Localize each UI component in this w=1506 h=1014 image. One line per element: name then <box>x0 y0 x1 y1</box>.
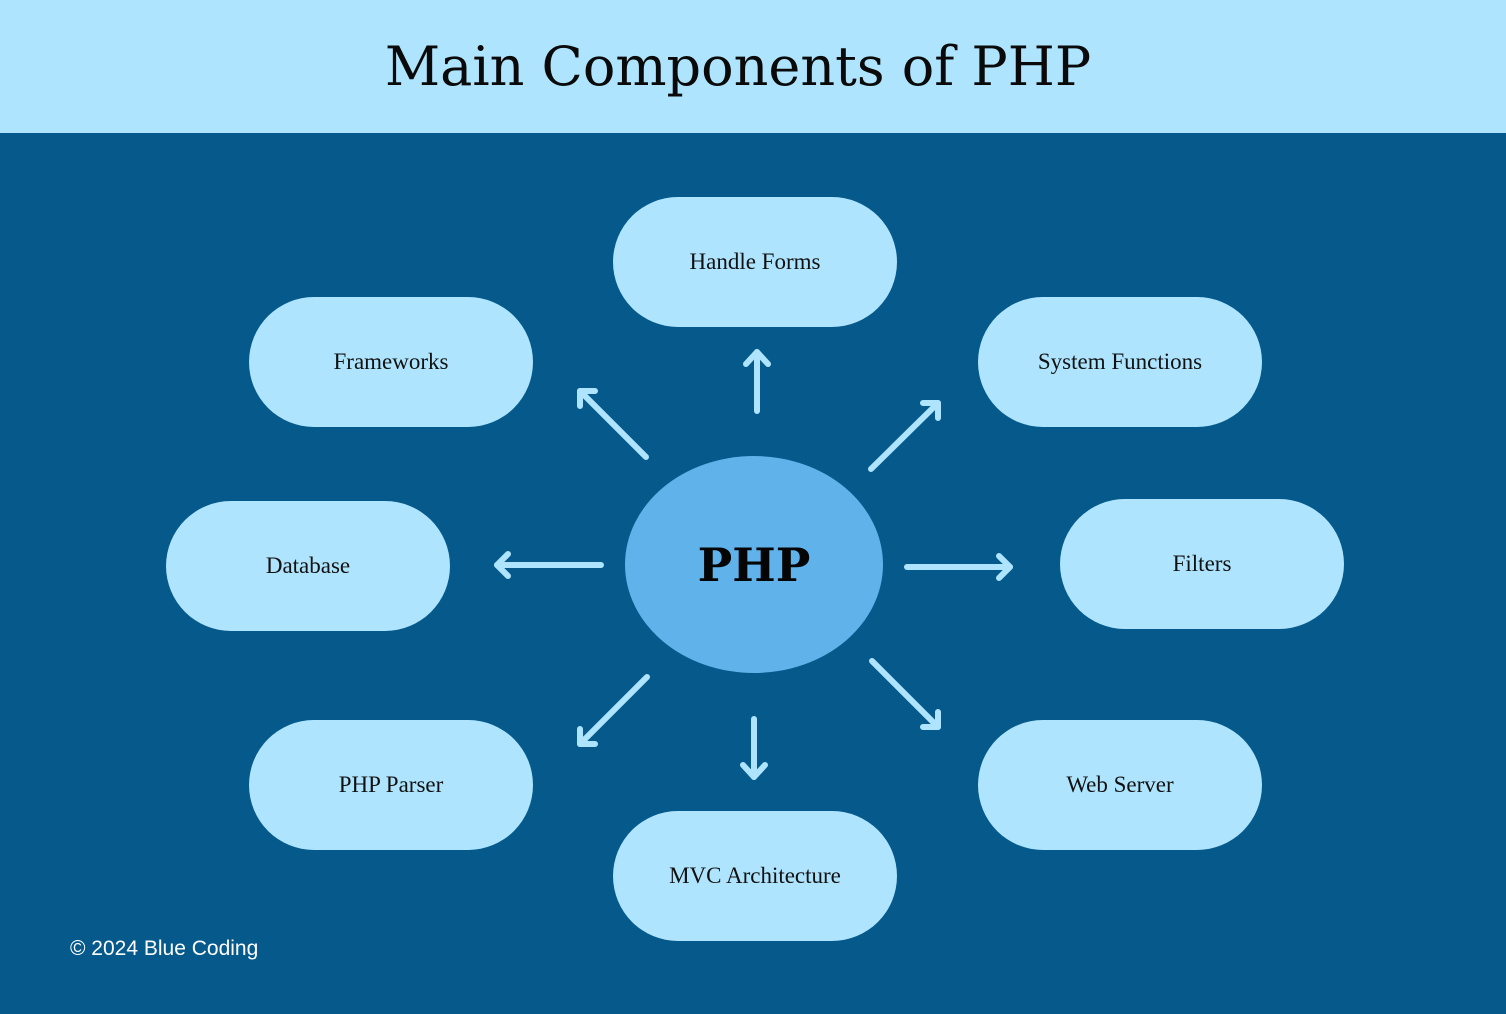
arrow-to-web-server <box>869 658 941 730</box>
header-band <box>0 0 1506 133</box>
arrow-to-database <box>494 551 604 579</box>
arrow-to-system-functions <box>868 400 941 472</box>
node-filters: Filters <box>1060 499 1344 629</box>
arrow-to-handle-forms <box>743 349 771 414</box>
arrow-to-filters <box>904 553 1013 581</box>
arrow-to-php-parser <box>577 674 650 747</box>
copyright-footer: © 2024 Blue Coding <box>70 937 259 960</box>
hub-php: PHP <box>625 456 883 673</box>
node-database: Database <box>166 501 450 631</box>
node-php-parser: PHP Parser <box>249 720 533 850</box>
node-handle-forms: Handle Forms <box>613 197 897 327</box>
node-web-server: Web Server <box>978 720 1262 850</box>
node-system-functions: System Functions <box>978 297 1262 427</box>
node-frameworks: Frameworks <box>249 297 533 427</box>
page-title: Main Components of PHP <box>384 35 1092 98</box>
node-mvc-architecture: MVC Architecture <box>613 811 897 941</box>
arrow-to-mvc-architecture <box>740 716 768 780</box>
arrow-to-frameworks <box>577 388 649 460</box>
